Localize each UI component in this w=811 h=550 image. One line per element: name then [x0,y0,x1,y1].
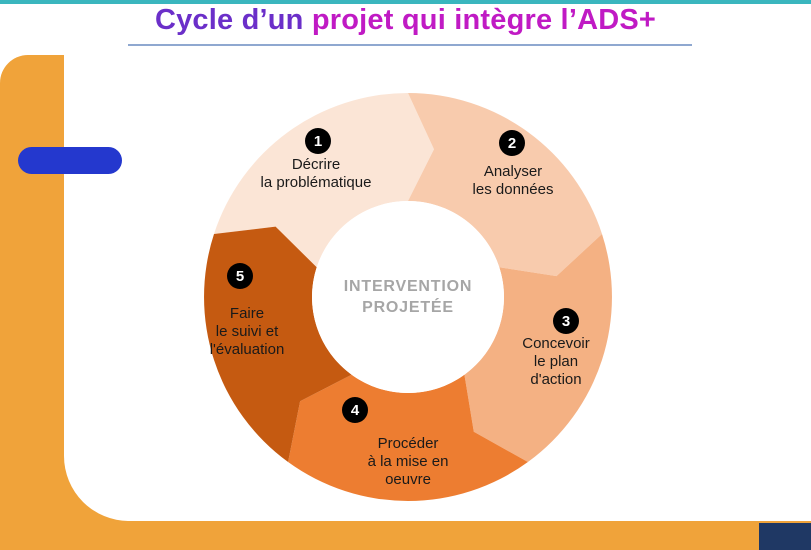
segment-2-number-badge: 2 [499,130,525,156]
slide-title-part-1: Cycle d’un [154,4,312,36]
cycle-segment-3 [464,234,612,462]
cycle-segment-1 [214,93,434,268]
segment-1-number-badge: 1 [305,128,331,154]
title-underline [128,44,692,46]
segment-4-number-badge: 4 [342,397,368,423]
cycle-center-label: INTERVENTION PROJETÉE [343,278,473,316]
segment-4-label: Procéder à la mise en oeuvre [367,435,449,488]
slide-title-part-2: projet qui intègre l’ADS+ [311,4,657,36]
segment-3-label: Concevoir le plan d'action [522,335,590,388]
top-border-line [0,0,811,4]
segment-5-label: Faire le suivi et l'évaluation [209,305,285,358]
slide-title: Cycle d’un projet qui intègre l’ADS+ [0,4,811,37]
segment-1-label: Décrire la problématique [260,156,372,191]
cycle-center-circle [312,201,504,393]
segment-5-number-badge: 5 [227,263,253,289]
segment-3-number-badge: 3 [553,308,579,334]
navy-corner-block [759,523,811,550]
blue-accent-bar [18,147,122,174]
segment-2-label: Analyser les données [472,163,554,198]
cycle-segment-2 [408,93,602,277]
